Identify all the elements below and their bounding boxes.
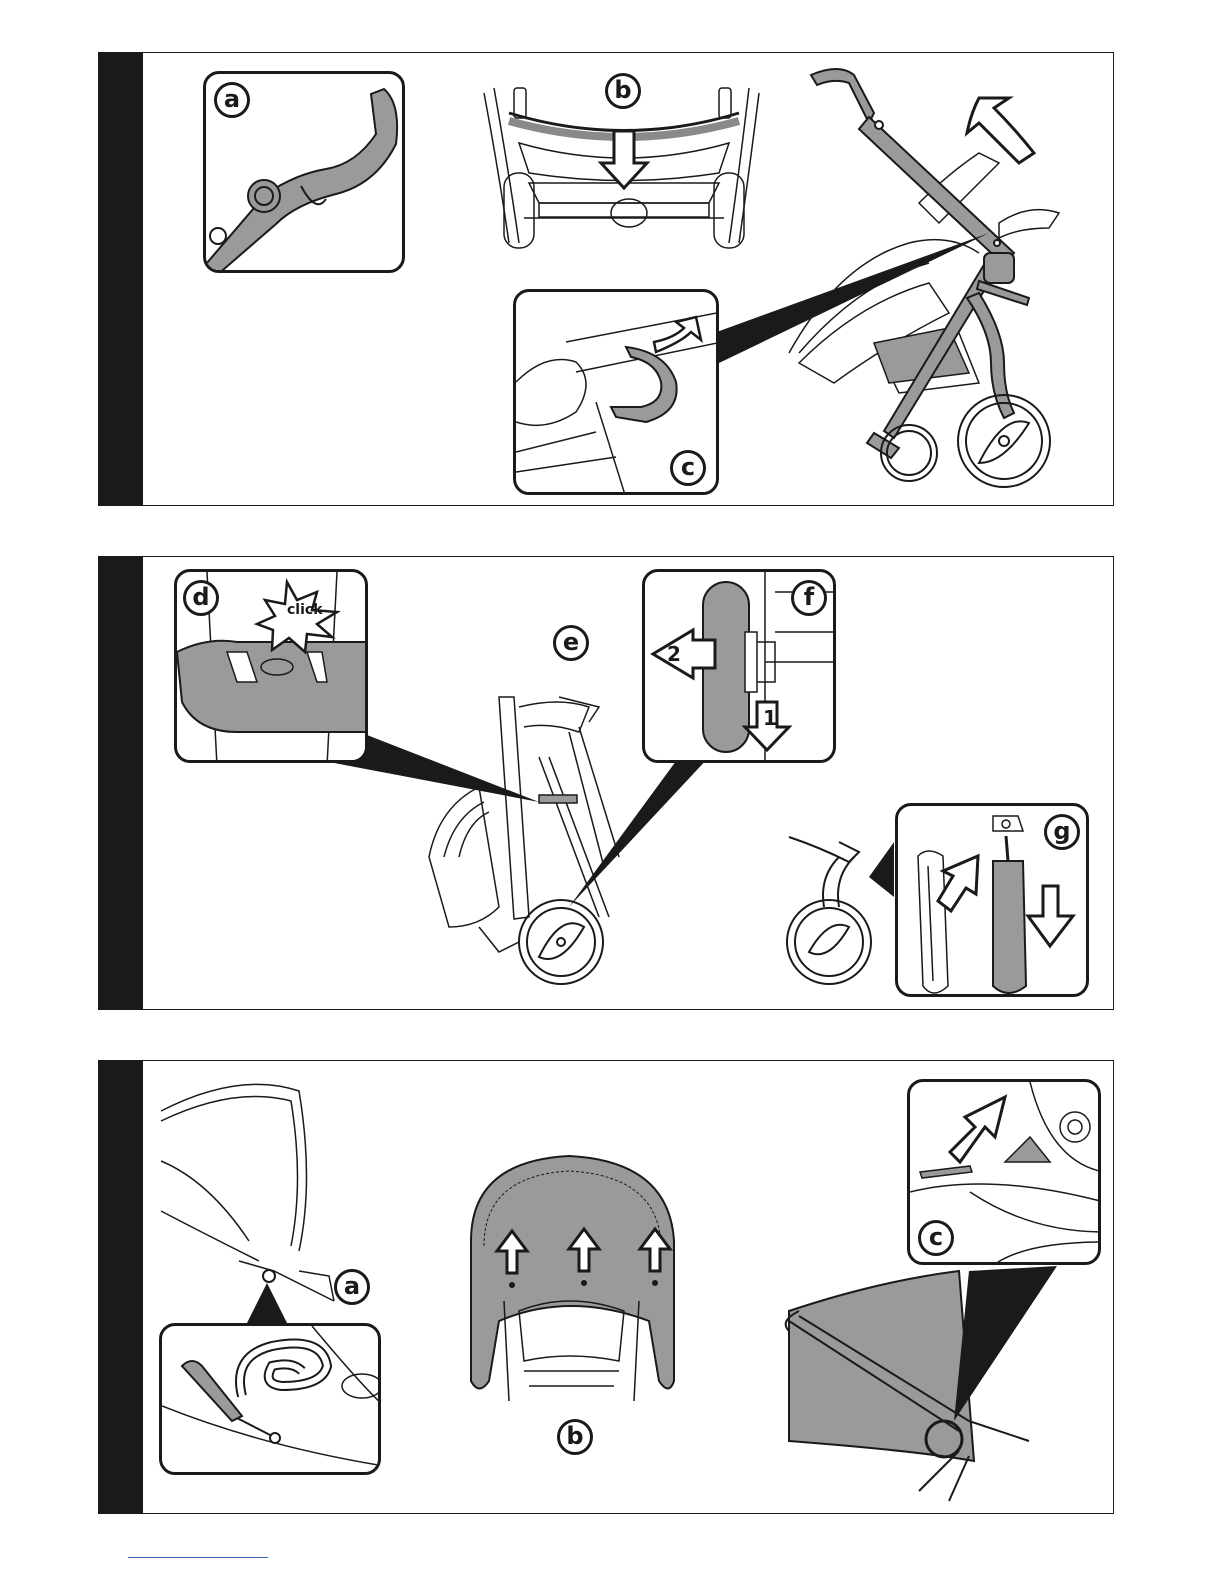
inset-lock-detail: c	[513, 289, 719, 495]
footer-rule	[128, 1557, 268, 1558]
inset-handle-detail: a	[203, 71, 405, 273]
step-number-2: 2	[667, 642, 681, 666]
inset-wheel-release-detail: f 2 1	[642, 569, 836, 763]
step-number-1: 1	[763, 706, 777, 730]
label-c-panel3: c	[918, 1220, 954, 1256]
label-d: d	[183, 580, 219, 616]
label-a: a	[214, 82, 250, 118]
label-f: f	[791, 580, 827, 616]
label-g: g	[1044, 814, 1080, 850]
inset-canopy-screw-detail	[159, 1323, 381, 1475]
label-a-panel3: a	[334, 1269, 370, 1305]
inset-wheel-removal-detail: g	[895, 803, 1089, 997]
instruction-panel-1: a b c	[98, 52, 1114, 506]
label-b-panel3: b	[557, 1419, 593, 1455]
instruction-panel-3: a b	[98, 1060, 1114, 1514]
click-text: click	[287, 602, 323, 618]
label-c: c	[670, 450, 706, 486]
label-b: b	[605, 73, 641, 109]
label-e: e	[553, 625, 589, 661]
inset-click-detail: d click	[174, 569, 368, 763]
inset-canopy-release-detail: c	[907, 1079, 1101, 1265]
instruction-panel-2: d click e f 2 1	[98, 556, 1114, 1010]
